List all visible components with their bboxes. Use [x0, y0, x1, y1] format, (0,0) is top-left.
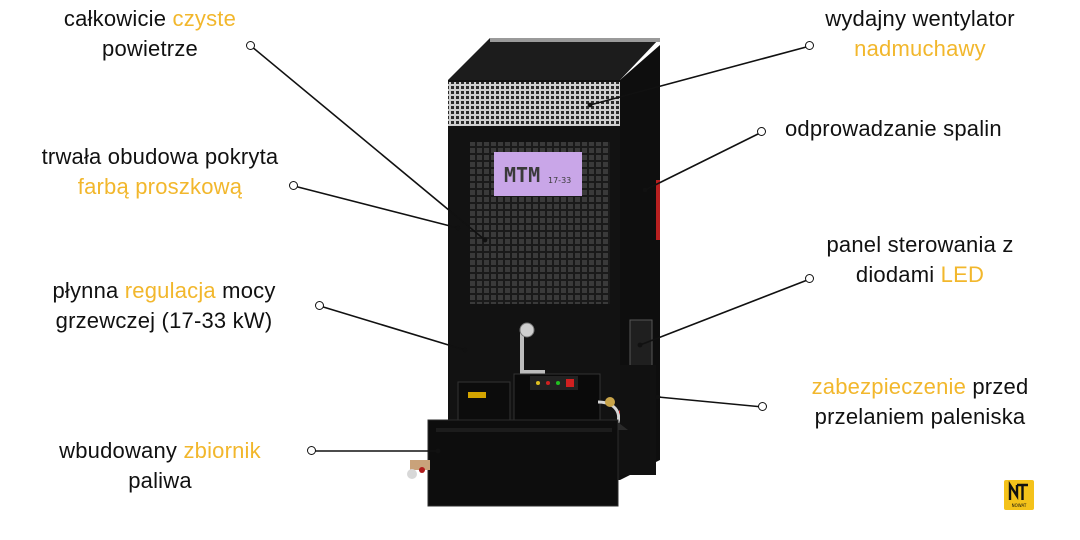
- overflow-protection-marker: [758, 402, 767, 411]
- product-brand: MTM: [504, 163, 540, 187]
- control-panel-marker: [805, 274, 814, 283]
- label-control-panel: panel sterowania z diodami LED: [826, 232, 1014, 287]
- housing-marker: [289, 181, 298, 190]
- fan-marker: [805, 41, 814, 50]
- label-fuel-tank: wbudowany zbiornik paliwa: [59, 438, 261, 493]
- product-model: 17-33: [548, 176, 571, 185]
- label-overflow-protection: zabezpieczenie przed przelaniem palenisk…: [811, 374, 1029, 429]
- logo-mark-icon: [1008, 480, 1028, 501]
- fuel-tank-marker: [307, 446, 316, 455]
- brand-logo: NOWAT: [1004, 480, 1034, 510]
- exhaust-marker: [757, 127, 766, 136]
- clean-air-marker: [246, 41, 255, 50]
- label-power-regulation: płynna regulacja mocy grzewczej (17-33 k…: [52, 278, 276, 333]
- product-label: [494, 152, 582, 196]
- logo-text: NOWAT: [1011, 503, 1027, 508]
- label-exhaust: odprowadzanie spalin: [785, 116, 1002, 141]
- label-clean-air: całkowicie czyste powietrze: [63, 6, 237, 61]
- label-fan: wydajny wentylator nadmuchawy: [825, 6, 1015, 61]
- power-regulation-marker: [315, 301, 324, 310]
- label-housing: trwała obudowa pokryta farbą proszkową: [41, 144, 279, 199]
- fuel-tank: [427, 419, 619, 507]
